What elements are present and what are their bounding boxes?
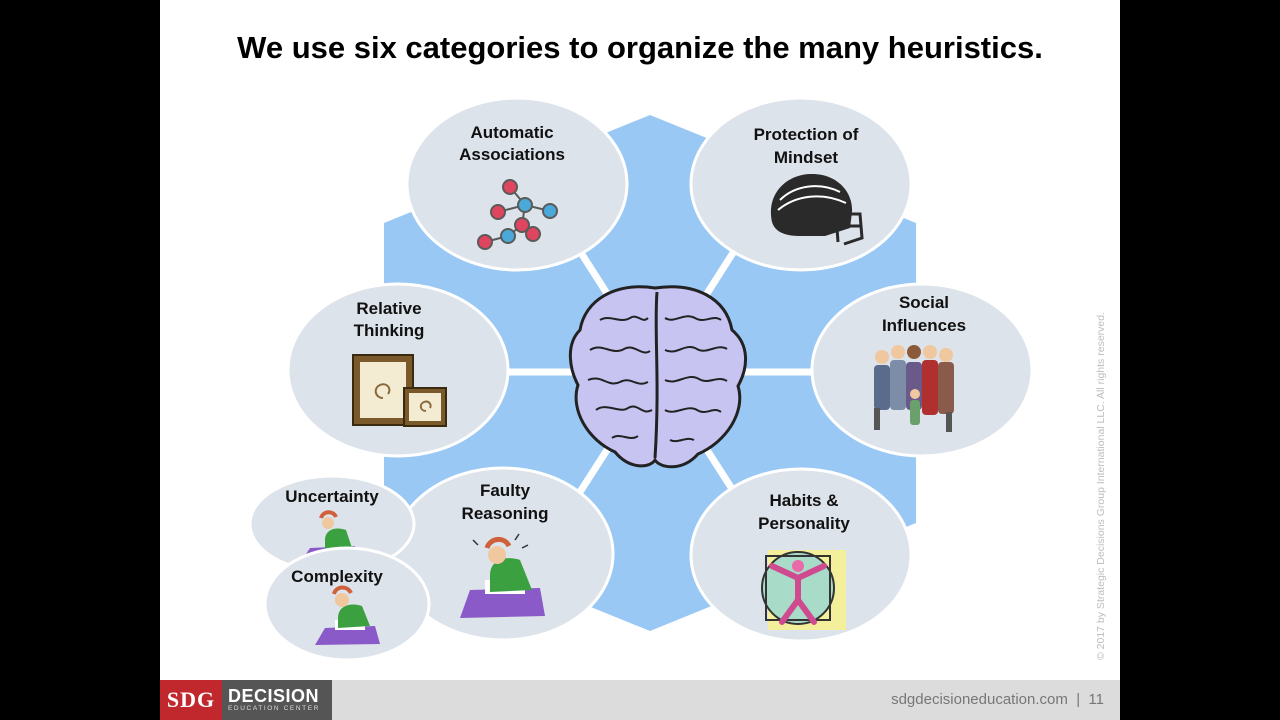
molecule-icon xyxy=(477,179,558,250)
category-label: Faulty xyxy=(480,481,531,500)
slide: We use six categories to organize the ma… xyxy=(160,0,1120,720)
extra-label: Uncertainty xyxy=(285,487,379,506)
category-label: Influences xyxy=(882,316,966,335)
logo-sdg-mark: SDG xyxy=(160,680,222,720)
category-label: Associations xyxy=(459,145,565,164)
football-helmet-icon xyxy=(770,173,864,246)
sdg-logo: SDG DECISION EDUCATION CENTER xyxy=(160,680,332,720)
category-faulty-reasoning: Faulty Reasoning xyxy=(391,466,615,642)
category-label: Habits & xyxy=(770,491,839,510)
stressed-student-icon xyxy=(460,533,545,618)
crowd-of-people-icon xyxy=(874,345,954,432)
category-label: Reasoning xyxy=(462,504,549,523)
category-relative-thinking: Relative Thinking xyxy=(286,282,510,458)
framed-pictures-icon xyxy=(352,354,447,427)
vitruvian-figure-icon xyxy=(761,550,846,630)
category-automatic-associations: Automatic Associations xyxy=(405,96,629,272)
logo-wordmark: DECISION EDUCATION CENTER xyxy=(222,680,332,720)
stressed-student-icon xyxy=(315,585,380,645)
copyright-text: © 2017 by Strategic Decisions Group Inte… xyxy=(1095,312,1107,660)
category-social-influences: Social Influences xyxy=(810,282,1034,458)
extra-complexity: Complexity xyxy=(263,546,431,662)
category-label: Thinking xyxy=(354,321,425,340)
category-label: Relative xyxy=(356,299,421,318)
category-protection-of-mindset: Protection of Mindset xyxy=(689,96,913,272)
footer-url-page-number: sdgdecisioneducation.com | 11 xyxy=(891,691,1104,708)
slide-title: We use six categories to organize the ma… xyxy=(237,30,1043,65)
category-label: Mindset xyxy=(774,148,839,167)
category-label: Personality xyxy=(758,514,850,533)
category-habits-personality: Habits & Personality xyxy=(689,467,913,643)
logo-center-text: EDUCATION CENTER xyxy=(228,705,320,712)
extra-uncertainty: Uncertainty xyxy=(248,474,416,574)
logo-decision-text: DECISION xyxy=(228,686,320,706)
extra-label: Complexity xyxy=(291,567,383,586)
category-label: Automatic xyxy=(470,123,553,142)
category-label: Protection of xyxy=(754,125,859,144)
brain-icon xyxy=(568,285,748,469)
copyright-notice: © 2017 by Strategic Decisions Group Inte… xyxy=(1095,265,1107,665)
slide-footer: SDG DECISION EDUCATION CENTER sdgdecisio… xyxy=(160,680,1120,720)
category-label: Social xyxy=(899,293,949,312)
heuristics-diagram: Automatic Associations xyxy=(248,96,1034,662)
